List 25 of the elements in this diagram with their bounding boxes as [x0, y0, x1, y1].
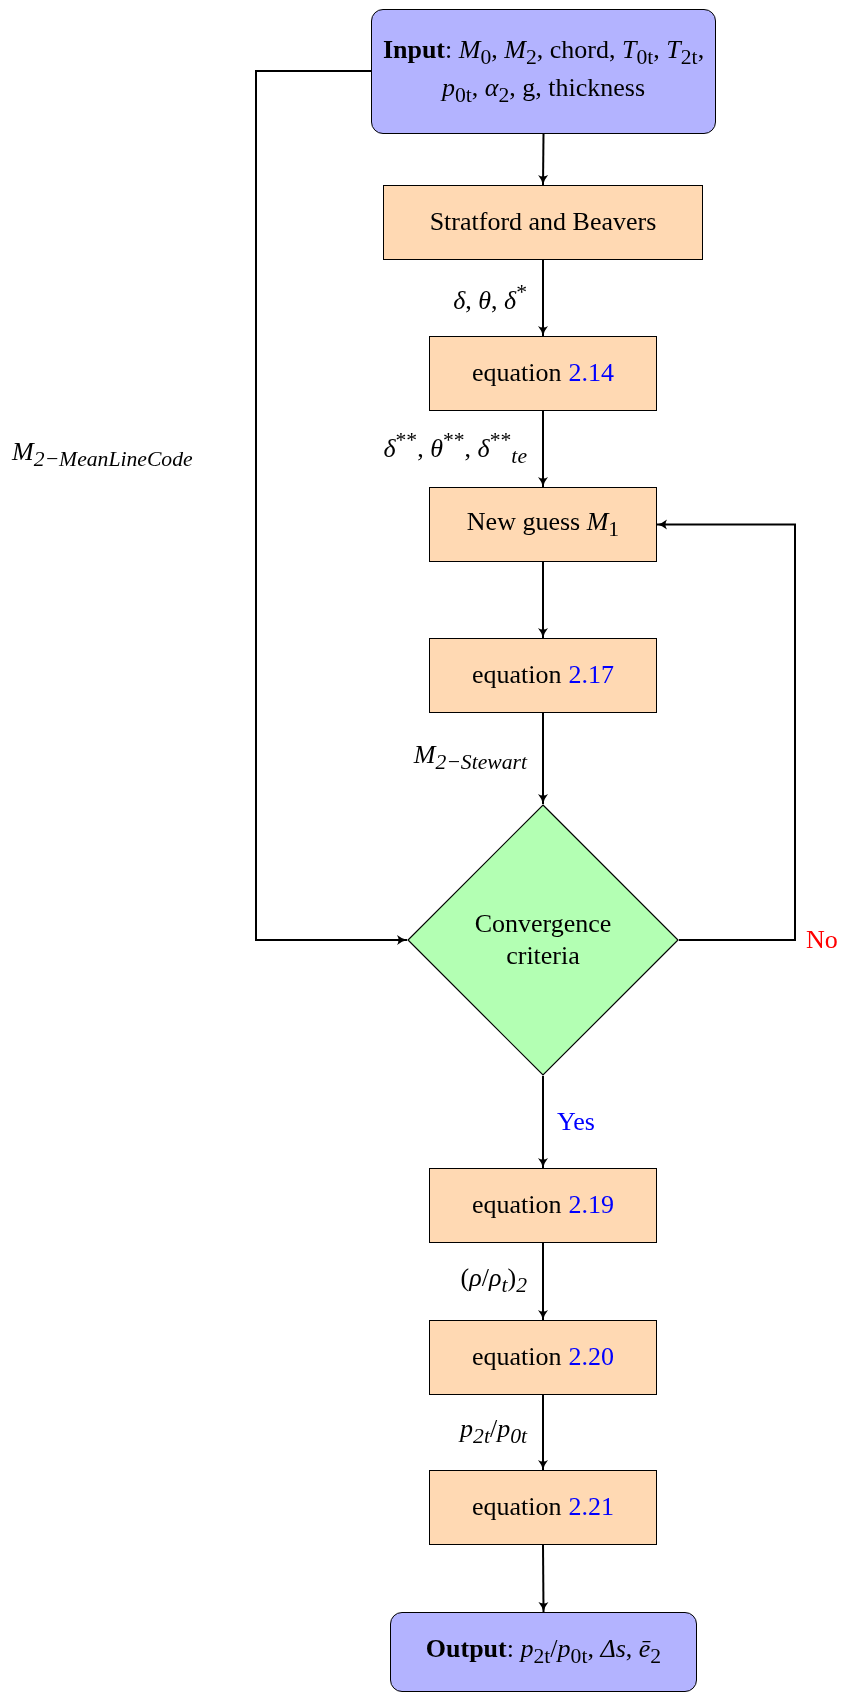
process-box	[383, 185, 703, 260]
process-box	[429, 1168, 657, 1243]
process-box	[429, 1320, 657, 1395]
equation-reference: 2.14	[568, 357, 614, 390]
node-text: equation	[472, 357, 562, 390]
equation-reference: 2.17	[568, 659, 614, 692]
node-text: Convergence criteria	[473, 907, 613, 972]
node-text: New guess M$_{1}$	[466, 505, 620, 544]
node-text: equation	[472, 1341, 562, 1374]
node-text: equation	[472, 1491, 562, 1524]
decision-diamond	[407, 804, 679, 1076]
node-text: equation	[472, 659, 562, 692]
equation-reference: 2.21	[568, 1491, 614, 1524]
output-box	[390, 1612, 697, 1692]
process-box	[429, 1470, 657, 1545]
process-box	[429, 638, 657, 713]
equation-reference: 2.19	[568, 1189, 614, 1222]
process-box	[429, 336, 657, 411]
node-text: Input: M$_{0}$, M$_{2}$, chord, T$_{0t}$, T$_{2t}$, p$_{0t}$, α$_{2}$, g, thickness	[381, 34, 706, 109]
process-box	[429, 487, 657, 562]
node-text: Output: p$_{2t}$/p$_{0t}$, Δs, ē$_{2}$	[425, 1633, 662, 1671]
equation-reference: 2.20	[568, 1341, 614, 1374]
node-text: equation	[472, 1189, 562, 1222]
input-box	[371, 9, 716, 134]
node-text: Stratford and Beavers	[429, 206, 657, 239]
